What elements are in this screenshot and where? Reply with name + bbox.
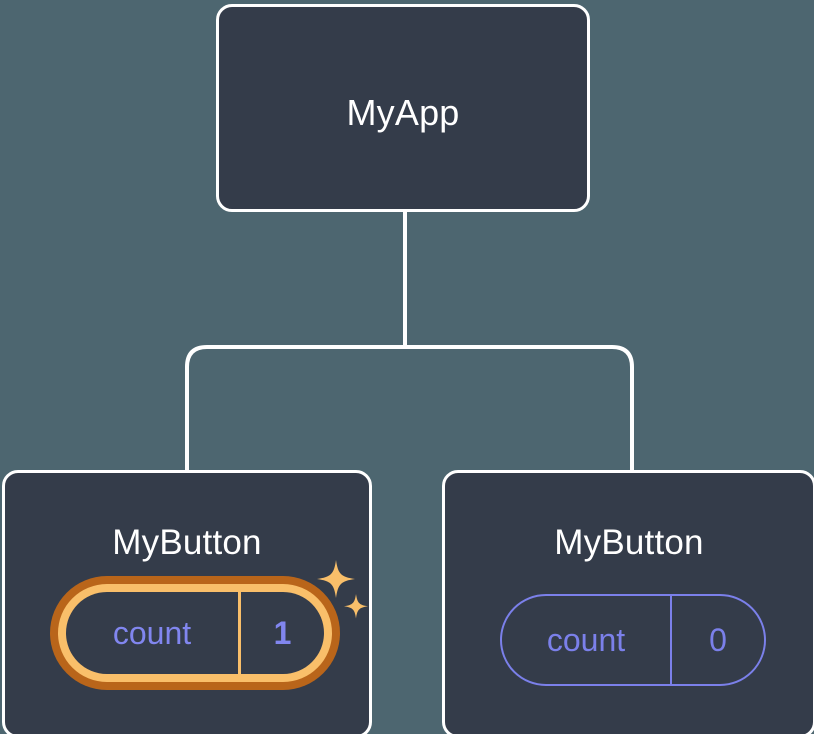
state-badge[interactable]: count 0	[500, 594, 766, 686]
state-value: 0	[709, 622, 727, 658]
state-value: 1	[273, 615, 292, 651]
node-mybutton-left[interactable]: MyButton count 1	[2, 470, 372, 734]
node-title: MyApp	[346, 92, 460, 133]
state-key: count	[502, 596, 672, 684]
node-mybutton-right[interactable]: MyButton count 0	[442, 470, 814, 734]
node-myapp[interactable]: MyApp	[216, 4, 590, 212]
state-badge-core: count 1	[66, 592, 324, 674]
state-key: count	[66, 592, 241, 674]
state-badge-highlighted[interactable]: count 1	[50, 576, 340, 690]
node-title: MyButton	[554, 523, 704, 562]
state-badge-ring: count 1	[58, 584, 332, 682]
edge-branch-bar	[185, 345, 634, 470]
node-title: MyButton	[112, 523, 262, 562]
